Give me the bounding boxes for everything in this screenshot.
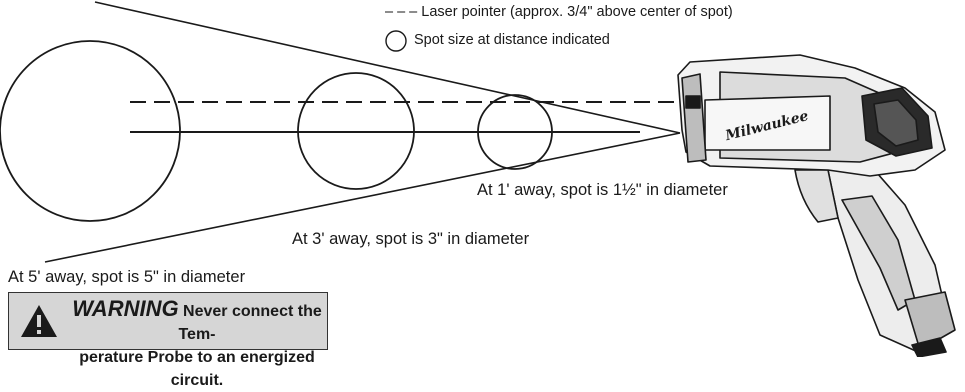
warning-line2: perature Probe to an energized circuit.	[79, 349, 315, 389]
warning-text: WARNING Never connect the Tem- perature …	[69, 297, 325, 392]
spot-legend-label: Spot size at distance indicated	[414, 32, 610, 48]
warning-box: WARNING Never connect the Tem- perature …	[8, 292, 328, 389]
warning-line1: Never connect the Tem-	[178, 303, 322, 343]
spot-label-3ft: At 3' away, spot is 3" in diameter	[292, 230, 530, 248]
cone-upper-edge	[94, 1, 681, 134]
spot-label-5ft: At 5' away, spot is 5" in diameter	[8, 268, 246, 286]
spot-legend-circle-icon	[385, 30, 407, 52]
warning-word: WARNING	[72, 296, 179, 321]
spot-size-diagram: Milwaukee	[0, 1, 956, 357]
laser-legend: – – – Laser pointer (approx. 3/4" above …	[385, 4, 733, 20]
spot-label-1ft: At 1' away, spot is 1½" in diameter	[477, 181, 728, 199]
laser-dash-icon: – – –	[385, 4, 418, 20]
ir-thermometer-illustration	[677, 54, 956, 357]
warning-triangle-icon	[21, 305, 57, 337]
cone-lower-edge	[44, 132, 681, 263]
laser-legend-label: Laser pointer (approx. 3/4" above center…	[421, 4, 733, 20]
